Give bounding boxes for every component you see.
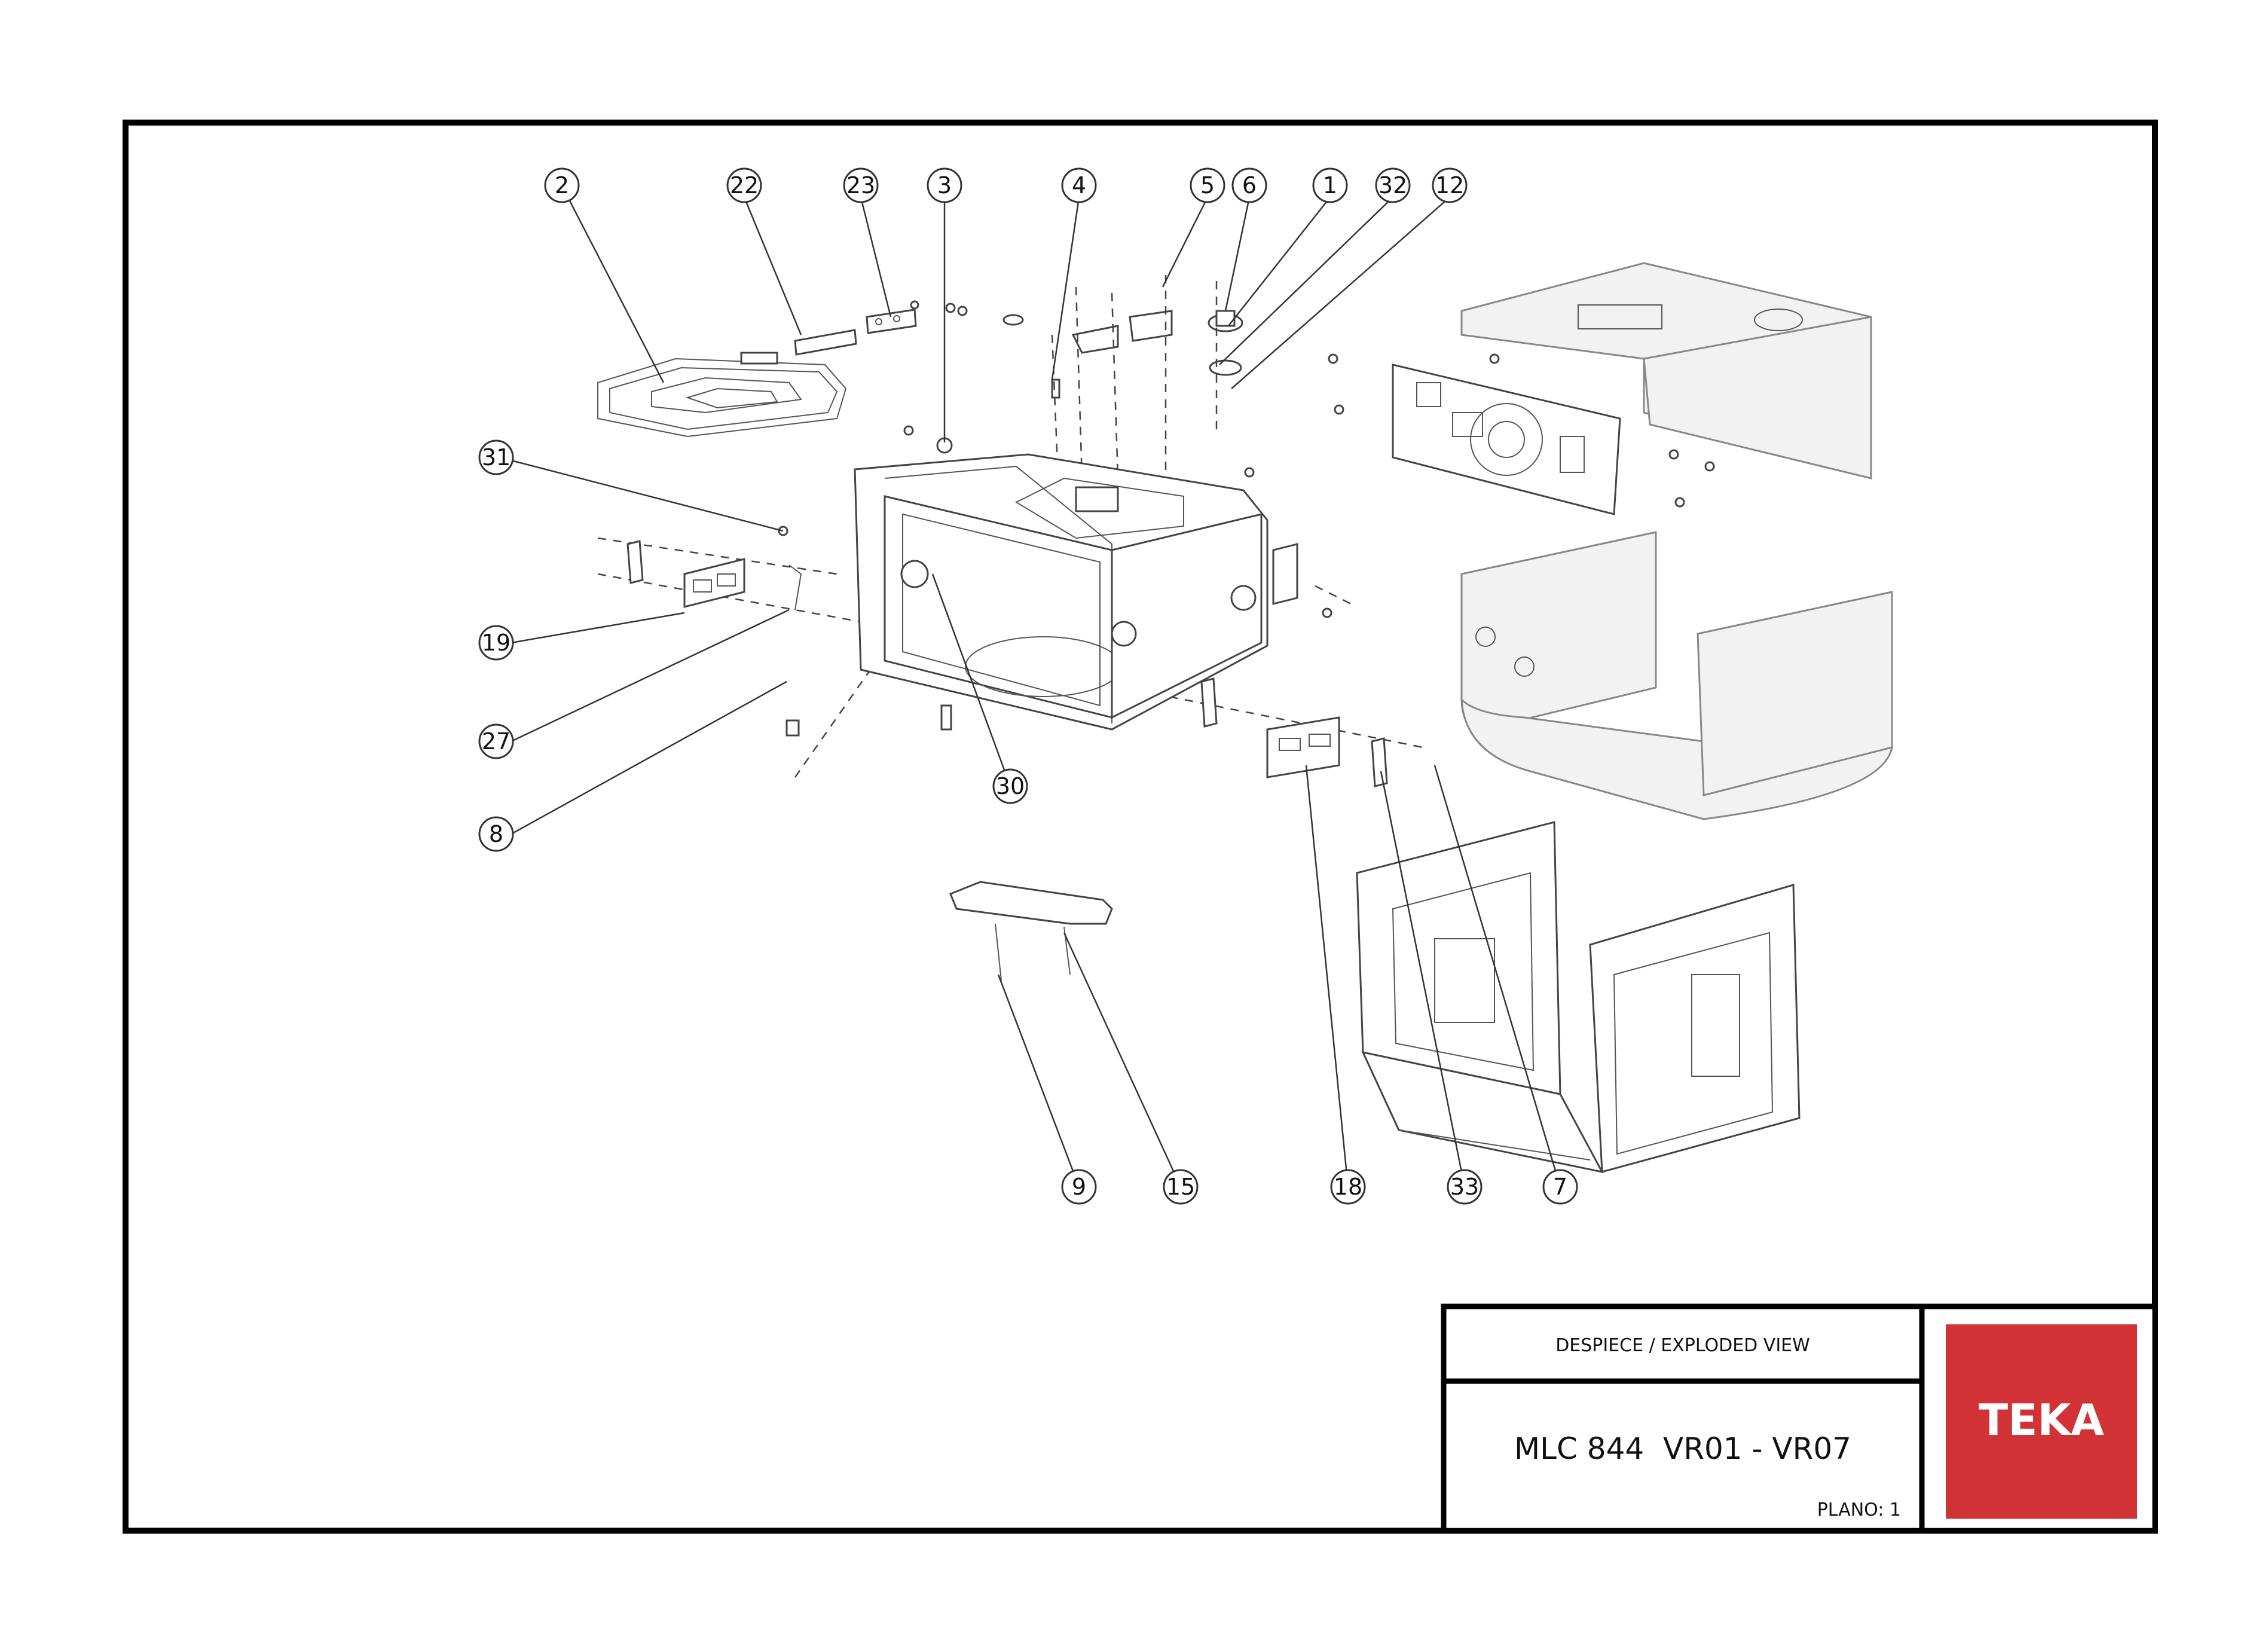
callout-7: 7 [1542,1169,1578,1205]
teka-logo-background [1946,1324,2137,1519]
callout-5: 5 [1190,167,1225,203]
leader-lines [511,197,1561,1187]
callout-3: 3 [927,167,962,203]
callout-15: 15 [1163,1169,1199,1205]
sheet-frame [123,120,2158,1534]
callout-32: 32 [1375,167,1411,203]
callout-4: 4 [1061,167,1097,203]
callout-19: 19 [478,625,514,661]
svg-text:1: 1 [1323,172,1337,199]
title-block-header: DESPIECE / EXPLODED VIEW [1555,1335,1810,1356]
outer-wrapper-part [1460,531,1893,820]
control-panel-part [1392,364,1621,515]
callout-23: 23 [843,167,879,203]
callout-2: 2 [544,167,580,203]
oven-cavity-part [854,453,1298,731]
top-fasteners [778,300,1715,618]
assembly-lines [597,275,1423,778]
svg-text:19: 19 [482,630,511,656]
svg-text:3: 3 [937,172,952,199]
svg-text:22: 22 [730,172,759,199]
svg-text:18: 18 [1334,1174,1362,1200]
left-bracket-part [626,540,952,737]
callout-30: 30 [992,768,1028,804]
callout-8: 8 [478,816,514,852]
title-block-model: MLC 844 VR01 - VR07 [1514,1431,1851,1466]
svg-text:23: 23 [846,172,875,199]
svg-text:12: 12 [1435,172,1464,199]
svg-text:30: 30 [996,773,1025,799]
grill-element-part [597,352,847,438]
callout-1: 1 [1312,167,1348,203]
callout-33: 33 [1447,1169,1483,1205]
top-casing-part [1460,262,1872,480]
svg-text:31: 31 [482,444,511,471]
svg-text:2: 2 [555,172,569,199]
callout-22: 22 [726,167,762,203]
teka-logo: TEKA [1979,1395,2104,1445]
base-chassis-part [1356,821,1801,1174]
svg-text:9: 9 [1072,1174,1086,1200]
callout-27: 27 [478,723,514,759]
callouts: 2 22 23 3 4 5 6 1 32 12 31 19 27 8 30 9 … [478,167,1578,1205]
title-block: DESPIECE / EXPLODED VIEW MLC 844 VR01 - … [1441,1303,2158,1534]
svg-text:33: 33 [1450,1174,1479,1200]
right-bracket-part [1200,677,1388,787]
title-block-sheet: PLANO: 1 [1817,1500,1901,1520]
callout-12: 12 [1432,167,1468,203]
svg-text:5: 5 [1200,172,1215,199]
callout-31: 31 [478,439,514,475]
svg-text:27: 27 [482,728,511,755]
svg-text:8: 8 [489,821,503,847]
bracket-22-part [794,329,857,356]
svg-text:32: 32 [1378,172,1407,199]
callout-9: 9 [1061,1169,1097,1205]
svg-text:7: 7 [1553,1174,1567,1200]
callout-18: 18 [1330,1169,1366,1205]
callout-6: 6 [1231,167,1267,203]
bottom-plate-part [949,881,1113,981]
svg-text:4: 4 [1072,172,1086,199]
parts-illustration [597,262,1893,1174]
svg-text:6: 6 [1242,172,1257,199]
bracket-23-part [866,309,917,334]
svg-text:15: 15 [1166,1174,1195,1200]
